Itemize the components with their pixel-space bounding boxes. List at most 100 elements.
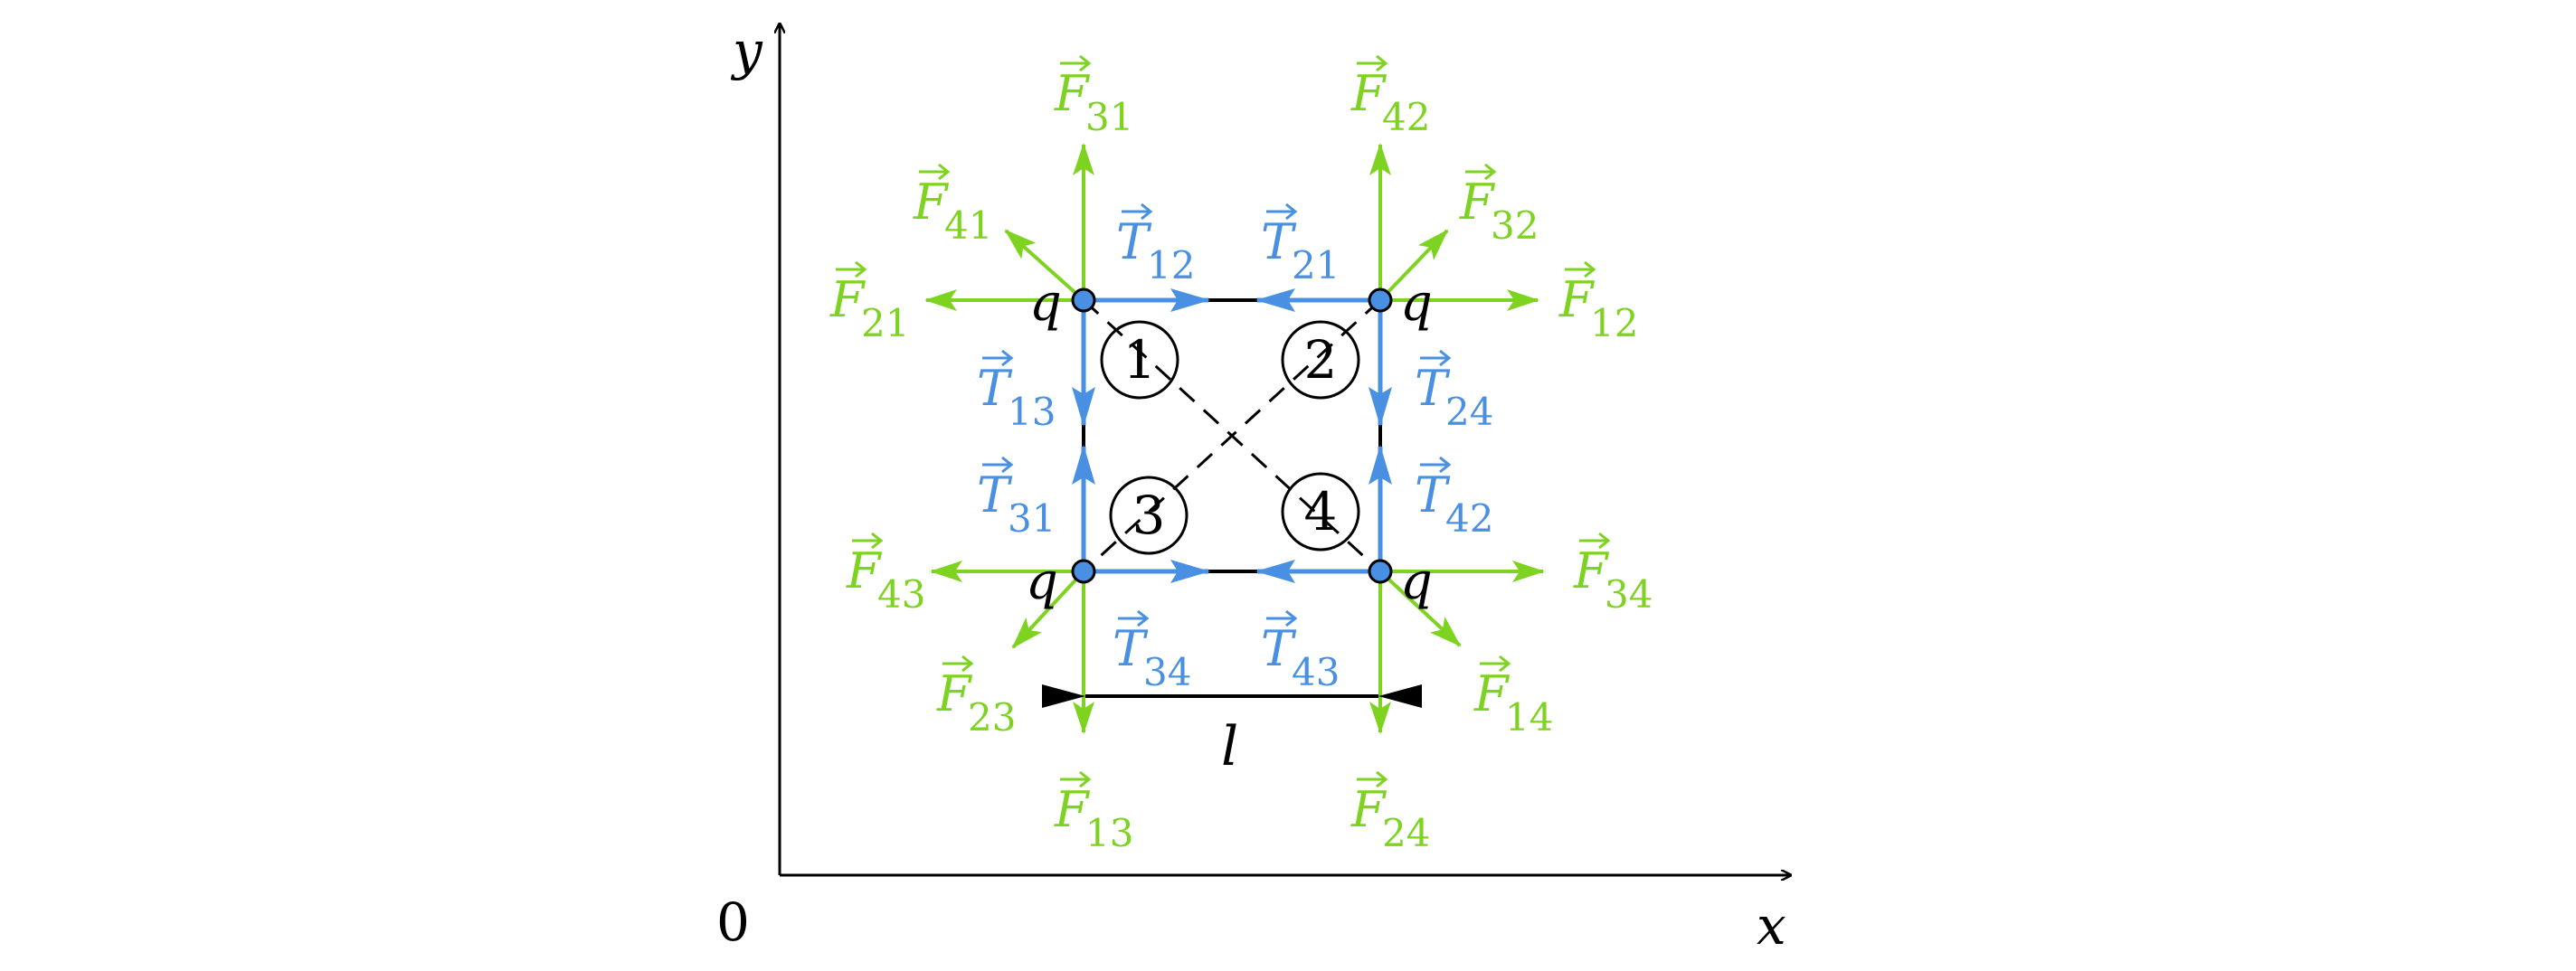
svg-text:2: 2 (1304, 329, 1338, 391)
charge-numbers: 1 2 3 4 (1100, 320, 1360, 555)
axes: y x 0 (716, 20, 1791, 957)
svg-text:F: F (1350, 65, 1387, 122)
svg-text:F: F (1558, 271, 1596, 328)
charge-3: q (1026, 552, 1096, 611)
force-label-F32: F32 (1459, 163, 1539, 248)
charge-label-1: q (1029, 274, 1062, 333)
svg-text:21: 21 (1292, 243, 1340, 288)
tension-vectors (1072, 288, 1392, 583)
length-dimension: l (1042, 684, 1422, 778)
force-label-F21: F21 (829, 260, 909, 345)
svg-text:31: 31 (1085, 95, 1133, 139)
force-label-F42: F42 (1350, 54, 1430, 139)
force-label-F31: F31 (1054, 54, 1133, 139)
diagonals (1082, 298, 1382, 573)
charge-label-2: q (1400, 274, 1433, 333)
svg-text:12: 12 (1590, 301, 1638, 345)
tension-label-T21: T21 (1261, 203, 1340, 288)
svg-text:F: F (1054, 781, 1091, 838)
tension-arrow-T34 (1084, 560, 1210, 583)
force-arrow-F23 (1011, 570, 1085, 649)
svg-text:T: T (1415, 360, 1451, 417)
svg-text:13: 13 (1085, 811, 1133, 855)
tension-arrow-T42 (1368, 445, 1392, 571)
svg-text:41: 41 (944, 203, 992, 248)
charges: q q q q (1026, 274, 1433, 611)
y-axis-label: y (730, 20, 763, 81)
svg-text:1: 1 (1123, 329, 1157, 391)
force-label-F14: F14 (1473, 655, 1553, 740)
tension-label-T42: T42 (1415, 456, 1493, 541)
svg-text:13: 13 (1008, 390, 1056, 434)
svg-text:23: 23 (968, 695, 1016, 740)
svg-text:34: 34 (1605, 572, 1653, 617)
svg-text:42: 42 (1382, 95, 1430, 139)
charge-label-4: q (1400, 552, 1433, 611)
svg-text:F: F (829, 271, 867, 328)
svg-text:T: T (1113, 620, 1149, 677)
x-axis-label: x (1757, 895, 1786, 957)
svg-text:32: 32 (1491, 203, 1539, 248)
svg-text:F: F (1573, 542, 1610, 599)
force-arrow-F41 (1004, 229, 1085, 302)
svg-text:F: F (1350, 781, 1387, 838)
charge-number-2: 2 (1281, 320, 1360, 400)
svg-text:4: 4 (1304, 481, 1338, 542)
charge-dot-4 (1368, 559, 1393, 584)
force-arrow-F14 (1378, 570, 1462, 647)
tension-label-T31: T31 (977, 456, 1056, 541)
svg-text:F: F (1459, 174, 1496, 231)
tension-label-T34: T34 (1113, 609, 1191, 694)
tension-label-T12: T12 (1116, 203, 1195, 288)
charge-4: q (1368, 552, 1433, 611)
force-label-F43: F43 (846, 532, 925, 617)
svg-text:24: 24 (1445, 390, 1493, 434)
svg-text:T: T (1116, 213, 1152, 270)
svg-text:24: 24 (1382, 811, 1430, 855)
force-label-F13: F13 (1054, 770, 1133, 855)
force-arrow-F32 (1378, 229, 1449, 302)
tension-label-T13: T13 (977, 349, 1056, 434)
svg-text:F: F (1054, 65, 1091, 122)
svg-text:12: 12 (1147, 243, 1195, 288)
origin-label: 0 (716, 891, 750, 953)
force-label-F12: F12 (1558, 260, 1638, 345)
svg-text:31: 31 (1008, 496, 1056, 541)
svg-text:F: F (1473, 665, 1511, 722)
svg-text:3: 3 (1132, 485, 1166, 546)
svg-text:T: T (1261, 620, 1297, 677)
svg-text:F: F (936, 665, 973, 722)
tension-label-T24: T24 (1415, 349, 1493, 434)
charge-number-3: 3 (1109, 476, 1189, 555)
charge-number-1: 1 (1100, 320, 1179, 400)
charge-number-4: 4 (1281, 472, 1360, 551)
svg-text:F: F (846, 542, 883, 599)
charge-dot-3 (1071, 559, 1096, 584)
tension-label-T43: T43 (1261, 609, 1340, 694)
tension-arrow-T24 (1368, 300, 1392, 427)
svg-text:T: T (1261, 213, 1297, 270)
diagonal-2-3 (1082, 298, 1382, 573)
svg-text:34: 34 (1143, 650, 1191, 694)
charge-dot-2 (1368, 288, 1393, 313)
svg-text:T: T (977, 360, 1013, 417)
charge-1: q (1029, 274, 1096, 333)
force-label-F24: F24 (1350, 770, 1430, 855)
tension-arrow-T13 (1072, 300, 1095, 427)
length-label: l (1221, 715, 1238, 778)
svg-text:T: T (1415, 467, 1451, 523)
tension-arrow-T31 (1072, 445, 1095, 571)
svg-text:14: 14 (1505, 695, 1553, 740)
svg-text:F: F (913, 174, 950, 231)
tension-arrow-T21 (1255, 288, 1380, 312)
tension-arrow-T12 (1084, 288, 1210, 312)
force-label-F41: F41 (913, 163, 992, 248)
charge-dot-1 (1071, 288, 1096, 313)
svg-text:T: T (977, 467, 1013, 523)
svg-text:43: 43 (1292, 650, 1340, 694)
force-label-F23: F23 (936, 655, 1016, 740)
force-vectors (924, 143, 1545, 734)
svg-text:21: 21 (861, 301, 909, 345)
